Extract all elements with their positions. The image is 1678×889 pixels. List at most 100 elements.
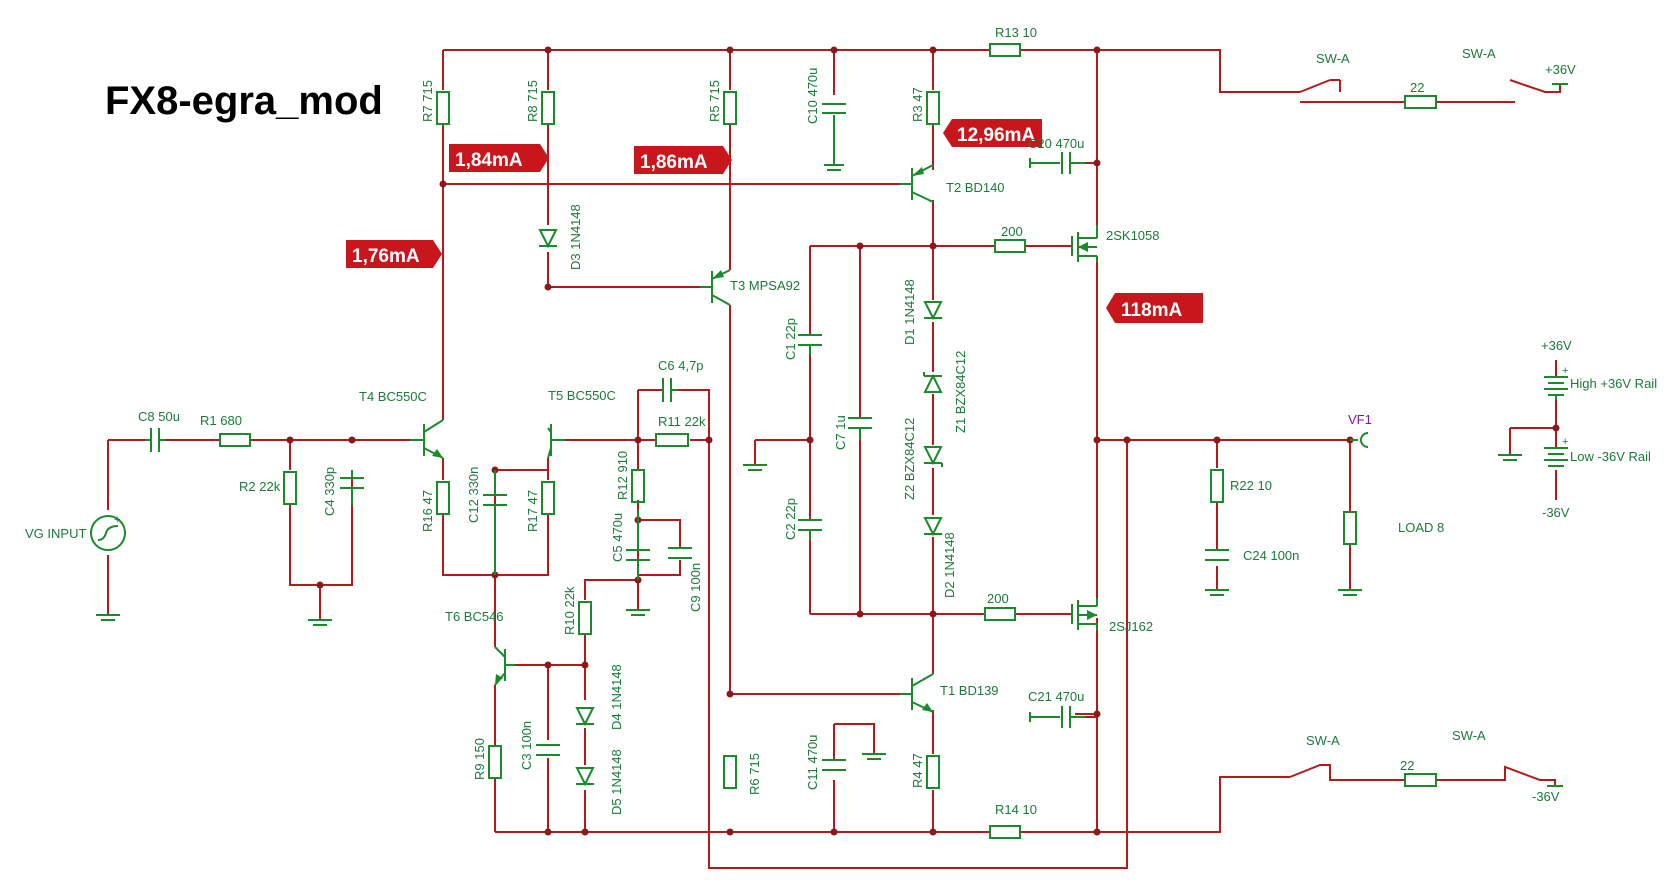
label-c6: C6 4,7p [658, 358, 704, 373]
label-c20: C20 470u [1028, 136, 1084, 151]
label-sw-a-bottom-right: SW-A [1452, 728, 1486, 743]
label-r2: R2 22k [239, 479, 281, 494]
resistor-r2 [283, 471, 297, 505]
resistor-r11 [655, 433, 689, 447]
label-t6: T6 BC546 [445, 609, 504, 624]
label-source-plus: + [114, 514, 120, 526]
label-r3: R3 47 [910, 87, 925, 122]
label-c4: C4 330p [322, 467, 337, 516]
resistor-r10 [578, 601, 592, 635]
grounds [96, 454, 1522, 760]
resistor-load [1343, 511, 1357, 545]
label-22-top: 22 [1410, 80, 1424, 95]
resistor-22-bottom [1404, 773, 1437, 787]
label-c9: C9 100n [688, 563, 703, 612]
label-c7: C7 1u [833, 415, 848, 450]
label-vg-input: VG INPUT [25, 526, 86, 541]
resistor-r1 [219, 433, 251, 447]
schematic-title: FX8-egra_mod [105, 79, 383, 123]
label-sw-a-top-right: SW-A [1462, 46, 1496, 61]
label-sw-a-bottom-left: SW-A [1306, 733, 1340, 748]
label-d2: D2 1N4148 [942, 532, 957, 598]
label-d5: D5 1N4148 [609, 749, 624, 815]
tag-1-84ma [449, 144, 549, 172]
label-c11: C11 470u [805, 735, 820, 790]
resistor-r4 [926, 755, 940, 789]
label-2sj162: 2SJ162 [1109, 619, 1153, 634]
resistor-22-top [1404, 95, 1437, 109]
label-c24: C24 100n [1243, 548, 1299, 563]
label-200-top: 200 [1001, 224, 1023, 239]
label-r14: R14 10 [995, 802, 1037, 817]
label-2sk1058: 2SK1058 [1106, 228, 1160, 243]
annotation-t2-current: 12,96mA [957, 125, 1035, 146]
label-c12: C12 330n [466, 467, 481, 523]
annotation-output-current: 118mA [1121, 300, 1183, 321]
label-plus-36v-switch: +36V [1545, 62, 1576, 77]
annotation-t4-current: 1,76mA [352, 246, 420, 267]
tag-1-76ma [346, 240, 442, 268]
wires [107, 49, 1561, 869]
resistor-r6 [723, 755, 737, 789]
label-c5: C5 470u [610, 513, 625, 562]
label-d3: D3 1N4148 [568, 204, 583, 270]
resistor-r13 [989, 43, 1021, 57]
label-t2: T2 BD140 [946, 180, 1005, 195]
annotation-t3-current: 1,86mA [640, 152, 708, 173]
label-c1: C1 22p [783, 318, 798, 360]
label-r22: R22 10 [1230, 478, 1272, 493]
label-r11: R11 22k [658, 414, 706, 429]
label-r16: R16 47 [420, 490, 435, 532]
label-z2: Z2 BZX84C12 [902, 418, 917, 500]
label-r13: R13 10 [995, 25, 1037, 40]
resistor-r16 [436, 481, 450, 515]
resistor-r12 [631, 469, 645, 503]
label-r6: R6 715 [747, 753, 762, 795]
label-d1: D1 1N4148 [902, 279, 917, 345]
label-r10: R10 22k [562, 586, 577, 635]
label-load: LOAD 8 [1398, 520, 1444, 535]
capacitors [145, 103, 1229, 771]
label-high-rail: High +36V Rail [1570, 376, 1657, 391]
texts: FX8-egra_mod 1,84mA 1,86mA 12,96mA 1,76m… [25, 25, 1657, 817]
tag-1-86ma [634, 146, 732, 174]
label-c8: C8 50u [138, 409, 180, 424]
label-sw-a-top-left: SW-A [1316, 51, 1350, 66]
current-annotations [346, 119, 1203, 323]
label-t5: T5 BC550C [548, 388, 616, 403]
label-r9: R9 150 [472, 738, 487, 780]
label-minus-36v-switch: -36V [1532, 789, 1560, 804]
label-c3: C3 100n [519, 721, 534, 770]
tag-118ma [1106, 293, 1203, 323]
label-t3: T3 MPSA92 [730, 278, 800, 293]
resistor-r17 [541, 481, 555, 515]
resistors [219, 43, 1437, 839]
label-plus-36v-rail: +36V [1541, 338, 1572, 353]
label-r1: R1 680 [200, 413, 242, 428]
label-22-bottom: 22 [1400, 758, 1414, 773]
label-t1: T1 BD139 [940, 683, 999, 698]
label-battery-high-plus: + [1562, 365, 1568, 377]
diodes [538, 229, 943, 787]
label-battery-low-plus: + [1562, 436, 1568, 448]
label-t4: T4 BC550C [359, 389, 427, 404]
sources [90, 83, 1568, 787]
label-r17: R17 47 [525, 490, 540, 532]
transistors [410, 164, 1098, 713]
label-low-rail: Low -36V Rail [1570, 449, 1651, 464]
label-vf1: VF1 [1348, 412, 1372, 427]
resistor-r7 [436, 91, 450, 125]
label-c2: C2 22p [783, 498, 798, 540]
resistor-r8 [541, 91, 555, 125]
junctions [286, 46, 1560, 836]
resistor-200-bottom [984, 607, 1016, 621]
label-r4: R4 47 [910, 753, 925, 788]
resistor-r9 [488, 745, 502, 779]
label-c21: C21 470u [1028, 689, 1084, 704]
label-minus-36v-rail: -36V [1542, 505, 1570, 520]
resistor-r14 [989, 825, 1021, 839]
label-d4: D4 1N4148 [609, 664, 624, 730]
label-200-bottom: 200 [987, 591, 1009, 606]
resistor-r5 [723, 91, 737, 125]
